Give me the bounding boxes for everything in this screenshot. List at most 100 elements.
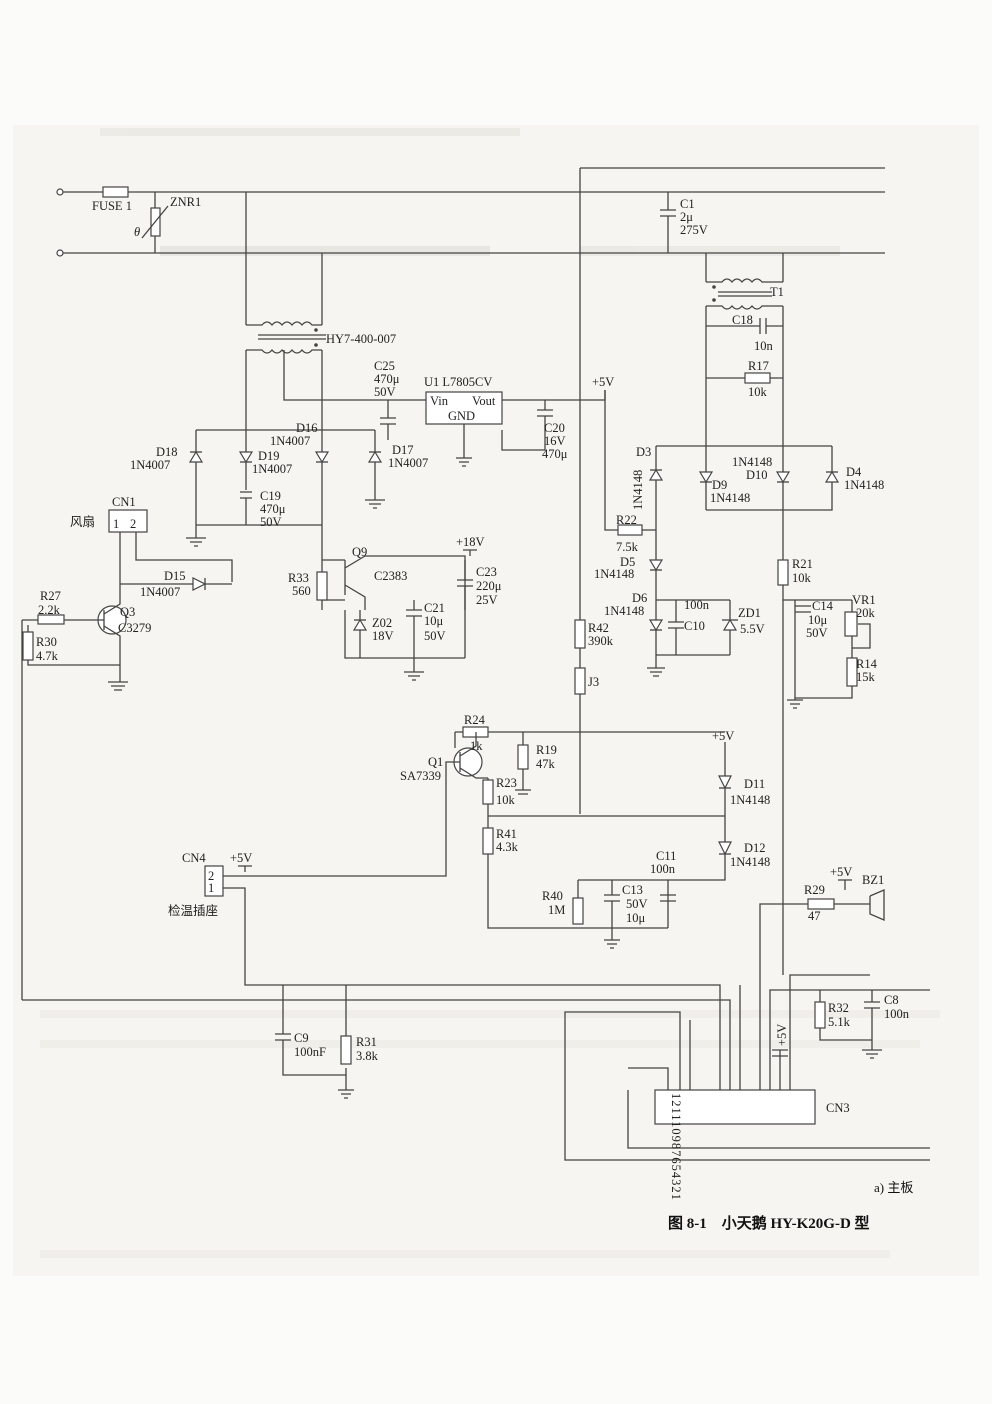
- c23-rating: 25V: [476, 593, 498, 607]
- c23-ref: C23: [476, 565, 497, 579]
- c9-value: 100nF: [294, 1045, 326, 1059]
- r24-value: 1k: [470, 739, 483, 753]
- r24-ref: R24: [464, 713, 486, 727]
- r41-ref: R41: [496, 827, 517, 841]
- d16-part: 1N4007: [270, 434, 310, 448]
- cn3-area: [564, 700, 930, 1161]
- c13-ref: C13: [622, 883, 643, 897]
- r27-ref: R27: [40, 589, 61, 603]
- c13-rating: 50V: [626, 897, 648, 911]
- cn3-ref: CN3: [826, 1101, 850, 1115]
- c18-ref: C18: [732, 313, 753, 327]
- c11-ref: C11: [656, 849, 676, 863]
- schematic-sheet: [13, 125, 979, 1276]
- cn1-ref: CN1: [112, 495, 136, 509]
- c25-rating: 50V: [374, 385, 396, 399]
- r31-value: 3.8k: [356, 1049, 379, 1063]
- r41-value: 4.3k: [496, 840, 519, 854]
- u1-regulator: [425, 391, 503, 425]
- plus18v-label: +18V: [456, 535, 485, 549]
- d15-ref: D15: [164, 569, 186, 583]
- plus5v-bz: +5V: [830, 865, 852, 879]
- d11-part: 1N4148: [730, 793, 770, 807]
- r30-value: 4.7k: [36, 649, 59, 663]
- r14-ref: R14: [856, 657, 878, 671]
- d6-ref: D6: [632, 591, 647, 605]
- figure-caption: a) 主板 图 8-1 小天鹅 HY-K20G-D 型: [668, 1180, 913, 1232]
- znr1-label: ZNR1: [170, 195, 201, 209]
- d15-part: 1N4007: [140, 585, 180, 599]
- bottom-bus: [22, 985, 731, 1099]
- left-rectifier: [186, 429, 385, 600]
- z02-ref: Z02: [372, 616, 392, 630]
- zd1-ref: ZD1: [738, 606, 761, 620]
- c10-ref: C10: [684, 619, 705, 633]
- plus5v-mid: +5V: [712, 729, 734, 743]
- c10-value: 100n: [684, 598, 710, 612]
- r17-ref: R17: [748, 359, 769, 373]
- right-power: [579, 167, 885, 709]
- c21-ref: C21: [424, 601, 445, 615]
- r42-value: 390k: [588, 634, 614, 648]
- znr1-theta: θ: [134, 225, 140, 239]
- r30-ref: R30: [36, 635, 57, 649]
- component-labels: FUSE 1 ZNR1 θ C1 2μ 275V T1 C18 10n R17 …: [36, 195, 910, 1201]
- r19-value: 47k: [536, 757, 556, 771]
- cn1-pin2: 2: [130, 517, 136, 531]
- d3-part: 1N4148: [631, 470, 645, 510]
- r23-value: 10k: [496, 793, 516, 807]
- r32-ref: R32: [828, 1001, 849, 1015]
- q3-ref: Q3: [120, 605, 135, 619]
- c23-value: 220μ: [476, 579, 502, 593]
- r29-ref: R29: [804, 883, 825, 897]
- q9-part: C2383: [374, 569, 407, 583]
- cn4-pin1: 1: [208, 881, 214, 895]
- d18-part: 1N4007: [130, 458, 170, 472]
- c19-value: 470μ: [260, 502, 286, 516]
- c25-value: 470μ: [374, 372, 400, 386]
- d9-ref: D9: [712, 478, 727, 492]
- sensor-section: [204, 600, 732, 1090]
- c21-rating: 50V: [424, 629, 446, 643]
- d5-ref: D5: [620, 555, 635, 569]
- u1-label: U1 L7805CV: [424, 375, 492, 389]
- c19-ref: C19: [260, 489, 281, 503]
- hy7-transformer: [245, 321, 426, 430]
- cn4-sensor-label: 检温插座: [168, 903, 218, 918]
- cn4-pin2: 2: [208, 869, 214, 883]
- c14-rating: 50V: [806, 626, 828, 640]
- r23-ref: R23: [496, 776, 517, 790]
- c20-value: 470μ: [542, 447, 568, 461]
- r33-value: 560: [292, 584, 311, 598]
- cn1-pin1: 1: [113, 517, 119, 531]
- d10-part: 1N4148: [732, 455, 772, 469]
- r33-ref: R33: [288, 571, 309, 585]
- plus5v-cn4: +5V: [230, 851, 252, 865]
- d4-ref: D4: [846, 465, 862, 479]
- d3-ref: D3: [636, 445, 651, 459]
- d4-part: 1N4148: [844, 478, 884, 492]
- d12-ref: D12: [744, 841, 766, 855]
- z02-value: 18V: [372, 629, 394, 643]
- r14-value: 15k: [856, 670, 876, 684]
- q3-part: C3279: [118, 621, 151, 635]
- c1-value: 2μ: [680, 210, 693, 224]
- c11-value: 100n: [650, 862, 676, 876]
- zd1-value: 5.5V: [740, 622, 765, 636]
- r21-ref: R21: [792, 557, 813, 571]
- c9-ref: C9: [294, 1031, 309, 1045]
- r42-ref: R42: [588, 621, 609, 635]
- r40-ref: R40: [542, 889, 563, 903]
- q1-part: SA7339: [400, 769, 441, 783]
- c1-rating: 275V: [680, 223, 708, 237]
- r29-value: 47: [808, 909, 821, 923]
- cn1-fan-label: 风扇: [70, 514, 95, 529]
- r21-value: 10k: [792, 571, 812, 585]
- d16-ref: D16: [296, 421, 318, 435]
- vr1-ref: VR1: [852, 593, 876, 607]
- c14-value: 10μ: [808, 613, 828, 627]
- d9-part: 1N4148: [710, 491, 750, 505]
- cn1-connector: [108, 509, 148, 533]
